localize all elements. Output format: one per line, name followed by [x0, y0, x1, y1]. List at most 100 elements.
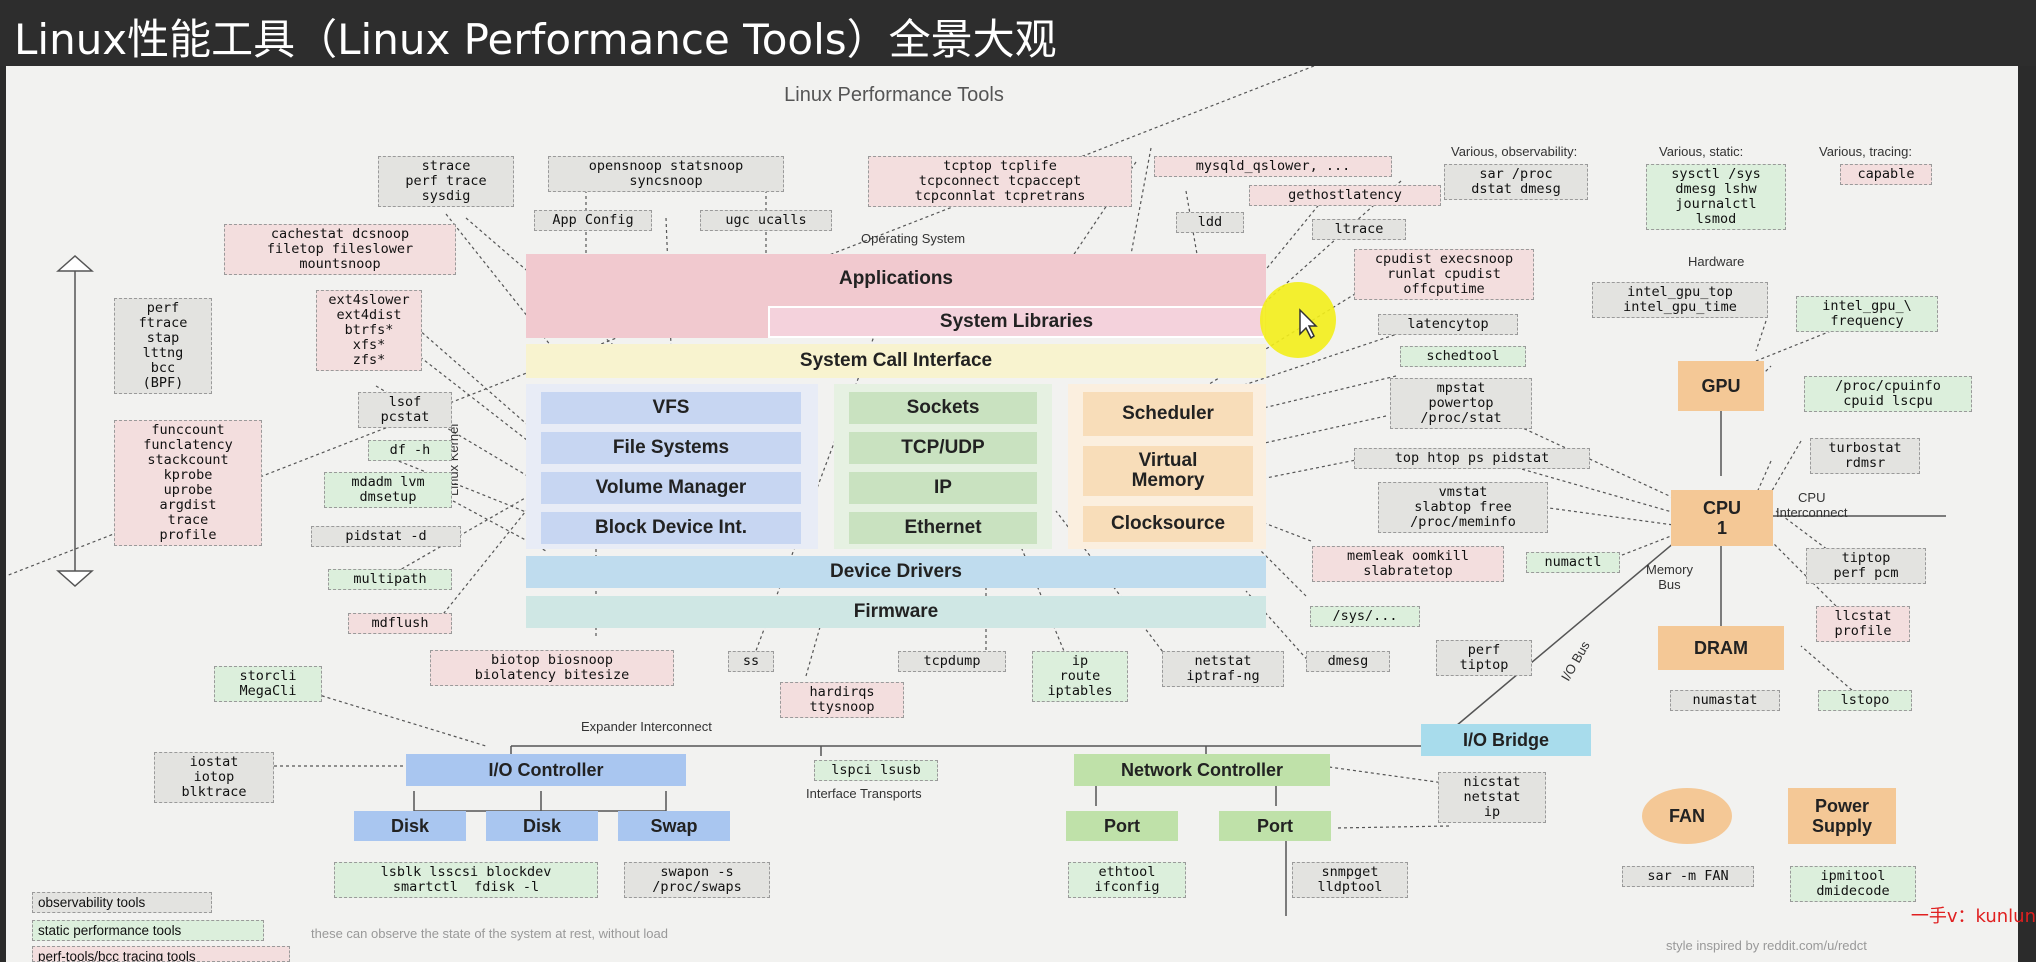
- tool-gethostlatency: gethostlatency: [1249, 185, 1441, 206]
- expander-label: Expander Interconnect: [581, 719, 712, 734]
- tool-tcpdump: tcpdump: [898, 651, 1006, 672]
- layer-tcp-udp: TCP/UDP: [849, 432, 1037, 464]
- tool-mdadm: mdadm lvm dmsetup: [324, 472, 452, 508]
- tool-sysctl: sysctl /sys dmesg lshw journalctl lsmod: [1646, 164, 1786, 230]
- tool-pidstat-d: pidstat -d: [311, 526, 461, 547]
- diagram-title: Linux Performance Tools: [784, 84, 1004, 106]
- layer-virtual-memory: Virtual Memory: [1083, 446, 1253, 496]
- hw-disk-1: Disk: [354, 811, 466, 841]
- layer-device-drivers: Device Drivers: [526, 556, 1266, 588]
- hw-io-bridge: I/O Bridge: [1421, 724, 1591, 756]
- legend-tracing: perf-tools/bcc tracing tools: [32, 946, 290, 962]
- tool-cpudist: cpudist execsnoop runlat cpudist offcput…: [1354, 249, 1534, 300]
- diagram-canvas: Linux Performance Tools Operating System…: [6, 66, 2018, 962]
- tool-storcli: storcli MegaCli: [214, 666, 322, 702]
- legend-observability: observability tools: [32, 892, 212, 913]
- tool-perf-tiptop: perf tiptop: [1436, 640, 1532, 676]
- tool-latencytop: latencytop: [1378, 314, 1518, 335]
- tool-swapon: swapon -s /proc/swaps: [624, 862, 770, 898]
- tool-mdflush: mdflush: [348, 613, 452, 634]
- tool-opensnoop: opensnoop statsnoop syncsnoop: [548, 156, 784, 192]
- hw-io-controller: I/O Controller: [406, 754, 686, 786]
- cursor-highlight: [1260, 282, 1336, 358]
- tool-ethtool: ethtool ifconfig: [1068, 862, 1186, 898]
- tool-memleak: memleak oomkill slabratetop: [1312, 546, 1504, 582]
- tool-biotop: biotop biosnoop biolatency bitesize: [430, 650, 674, 686]
- hw-network-controller: Network Controller: [1074, 754, 1330, 786]
- tool-hardirqs: hardirqs ttysnoop: [780, 682, 904, 718]
- tool-lstopo: lstopo: [1818, 690, 1912, 711]
- tool-iostat: iostat iotop blktrace: [154, 752, 274, 803]
- tool-ext4: ext4slower ext4dist btrfs* xfs* zfs*: [316, 290, 422, 371]
- tool-app-config: App Config: [534, 210, 652, 231]
- layer-block-device: Block Device Int.: [541, 512, 801, 544]
- tool-schedtool: schedtool: [1400, 346, 1526, 367]
- title-bar: Linux性能工具（Linux Performance Tools）全景大观: [0, 0, 2036, 66]
- layer-ethernet: Ethernet: [849, 512, 1037, 544]
- various-static-label: Various, static:: [1659, 144, 1744, 159]
- tool-ldd: ldd: [1176, 212, 1244, 233]
- tool-lspci: lspci lsusb: [814, 760, 938, 781]
- layer-firmware: Firmware: [526, 596, 1266, 628]
- layer-system-libraries: System Libraries: [768, 306, 1265, 338]
- tool-cachestat: cachestat dcsnoop filetop fileslower mou…: [224, 224, 456, 275]
- hw-port-1: Port: [1066, 811, 1178, 841]
- tool-ss: ss: [728, 651, 774, 672]
- layer-file-systems: File Systems: [541, 432, 801, 464]
- tool-cpuinfo: /proc/cpuinfo cpuid lscpu: [1804, 376, 1972, 412]
- tool-tiptop: tiptop perf pcm: [1806, 548, 1926, 584]
- tool-nicstat: nicstat netstat ip: [1438, 772, 1546, 823]
- hw-port-2: Port: [1219, 811, 1331, 841]
- tool-top: top htop ps pidstat: [1354, 448, 1590, 469]
- tool-intel-gpu-top: intel_gpu_top intel_gpu_time: [1592, 282, 1768, 318]
- watermark: 一手v：kunlun: [1910, 906, 2036, 927]
- os-label: Operating System: [861, 231, 966, 246]
- credit-label: style inspired by reddit.com/u/redct: [1666, 938, 1867, 953]
- cpu-interconnect-label: CPU Interconnect: [1776, 490, 1848, 520]
- hw-swap: Swap: [618, 811, 730, 841]
- tool-perf-tracers: perf ftrace stap lttng bcc (BPF): [114, 298, 212, 394]
- footer-note: these can observe the state of the syste…: [311, 926, 668, 941]
- tool-dmesg: dmesg: [1306, 651, 1390, 672]
- layer-volume-manager: Volume Manager: [541, 472, 801, 504]
- tool-lsof: lsof pcstat: [358, 392, 452, 428]
- tool-ipmitool: ipmitool dmidecode: [1790, 866, 1916, 902]
- hardware-label: Hardware: [1688, 254, 1745, 269]
- tool-lsblk: lsblk lsscsi blockdev smartctl fdisk -l: [334, 862, 598, 898]
- tool-sys: /sys/...: [1310, 606, 1420, 627]
- hw-disk-2: Disk: [486, 811, 598, 841]
- tool-ugc: ugc ucalls: [700, 210, 832, 231]
- interface-label: Interface Transports: [806, 786, 922, 801]
- tool-sar-fan: sar -m FAN: [1622, 866, 1754, 887]
- tool-numactl: numactl: [1526, 552, 1620, 573]
- hw-dram: DRAM: [1658, 626, 1784, 670]
- tool-turbostat: turbostat rdmsr: [1810, 438, 1920, 474]
- layer-ip: IP: [849, 472, 1037, 504]
- tool-snmpget: snmpget lldptool: [1292, 862, 1408, 898]
- various-obs-label: Various, observability:: [1451, 144, 1578, 159]
- hw-cpu: CPU 1: [1671, 490, 1773, 546]
- memory-bus-label: Memory Bus: [1646, 562, 1693, 592]
- tool-mysqld: mysqld_qslower, ...: [1154, 156, 1392, 177]
- tool-mpstat: mpstat powertop /proc/stat: [1390, 378, 1532, 429]
- tool-numastat: numastat: [1670, 690, 1780, 711]
- tool-ltrace: ltrace: [1312, 219, 1406, 240]
- layer-syscall: System Call Interface: [526, 344, 1266, 378]
- tool-llcstat: llcstat profile: [1816, 606, 1910, 642]
- hw-fan: FAN: [1642, 788, 1732, 844]
- tool-strace: strace perf trace sysdig: [378, 156, 514, 207]
- tool-funccount: funccount funclatency stackcount kprobe …: [114, 420, 262, 546]
- various-tracing-label: Various, tracing:: [1819, 144, 1912, 159]
- page-title: Linux性能工具（Linux Performance Tools）全景大观: [14, 15, 1057, 64]
- hw-gpu: GPU: [1678, 361, 1764, 411]
- tool-ip-route: ip route iptables: [1032, 651, 1128, 702]
- tool-sar-proc: sar /proc dstat dmesg: [1444, 164, 1588, 200]
- tool-netstat: netstat iptraf-ng: [1162, 651, 1284, 687]
- legend-static: static performance tools: [32, 920, 264, 941]
- tool-tcptop: tcptop tcplife tcpconnect tcpaccept tcpc…: [868, 156, 1132, 207]
- layer-scheduler: Scheduler: [1083, 392, 1253, 436]
- mouse-pointer-icon: [1299, 308, 1318, 340]
- tool-multipath: multipath: [328, 569, 452, 590]
- tool-df: df -h: [368, 440, 452, 461]
- layer-sockets: Sockets: [849, 392, 1037, 424]
